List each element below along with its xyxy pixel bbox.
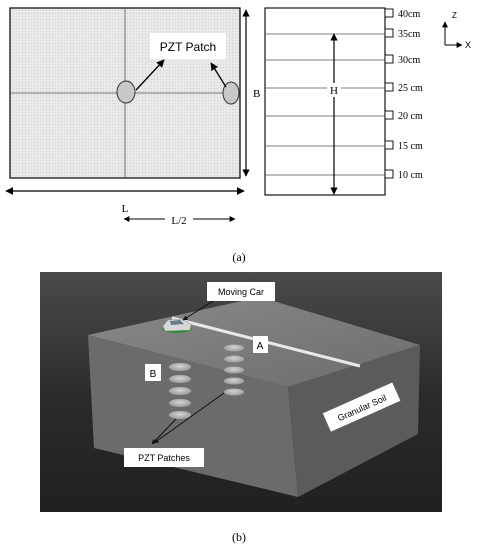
depth-label: 35cm [398,29,420,40]
pzt-disc [169,399,191,407]
depth-label: 20 cm [398,111,423,122]
caption-a: (a) [232,250,245,264]
pzt-column-a [224,344,244,396]
pzt-disc [224,344,244,352]
pzt-disc [169,375,191,383]
pzt-disc [169,411,191,419]
sensor-marker [384,28,394,38]
column-a-label-box [253,336,268,353]
pzt-patch-edge [222,81,240,105]
x-axis-label: X [465,40,471,50]
depth-label: 30cm [398,55,420,66]
depth-label: 40cm [398,9,420,20]
dimension-H-label: H [330,85,338,97]
patches-arrow-a [153,392,225,444]
moving-car-label: Moving Car [218,287,264,297]
sensor-marker [384,82,394,92]
dimension-L-half-label: L/2 [171,215,186,227]
depth-label: 10 cm [398,170,423,181]
column-b-label-box [145,364,161,381]
z-axis-label: Z [452,11,457,20]
sensor-marker [384,54,394,64]
section-rectangle [264,7,386,196]
pzt-disc [169,363,191,371]
patch-arrow-right [210,62,227,88]
moving-car-arrow [182,300,214,321]
moving-car-label-box [207,282,275,301]
pzt-disc [224,355,244,363]
scene-3d: Moving Car A B PZT Patches [40,272,442,512]
patch-arrow-left [135,59,165,91]
patch-label-box [150,33,226,59]
dimension-L-label: L [122,203,129,215]
column-b-label: B [150,369,157,380]
patches-arrow-b [151,418,177,445]
pzt-patch-center [116,80,136,104]
depth-label: 15 cm [398,141,423,152]
patches-label-box [124,448,204,467]
depth-levels: 40cm 35cm 30cm 25 cm 20 cm 15 cm 10 cm [265,8,423,181]
depth-label: 25 cm [398,83,423,94]
section-view: 40cm 35cm 30cm 25 cm 20 cm 15 cm 10 cm H Z X [264,7,471,196]
sensor-marker [384,140,394,150]
patch-label: PZT Patch [160,40,216,54]
patches-label: PZT Patches [138,453,190,463]
sensor-marker [384,110,394,120]
pzt-column-b [169,363,191,419]
sensor-marker [384,8,394,18]
pzt-disc [224,377,244,385]
pzt-disc [224,366,244,374]
pzt-disc [224,388,244,396]
soil-label-box [322,382,401,432]
plan-view: PZT Patch B L L/2 [5,7,260,227]
caption-b: (b) [232,530,246,544]
moving-car [162,318,192,333]
column-a-label: A [257,341,264,352]
sensor-marker [384,169,394,179]
pzt-disc [169,387,191,395]
dimension-B-label: B [253,88,260,100]
